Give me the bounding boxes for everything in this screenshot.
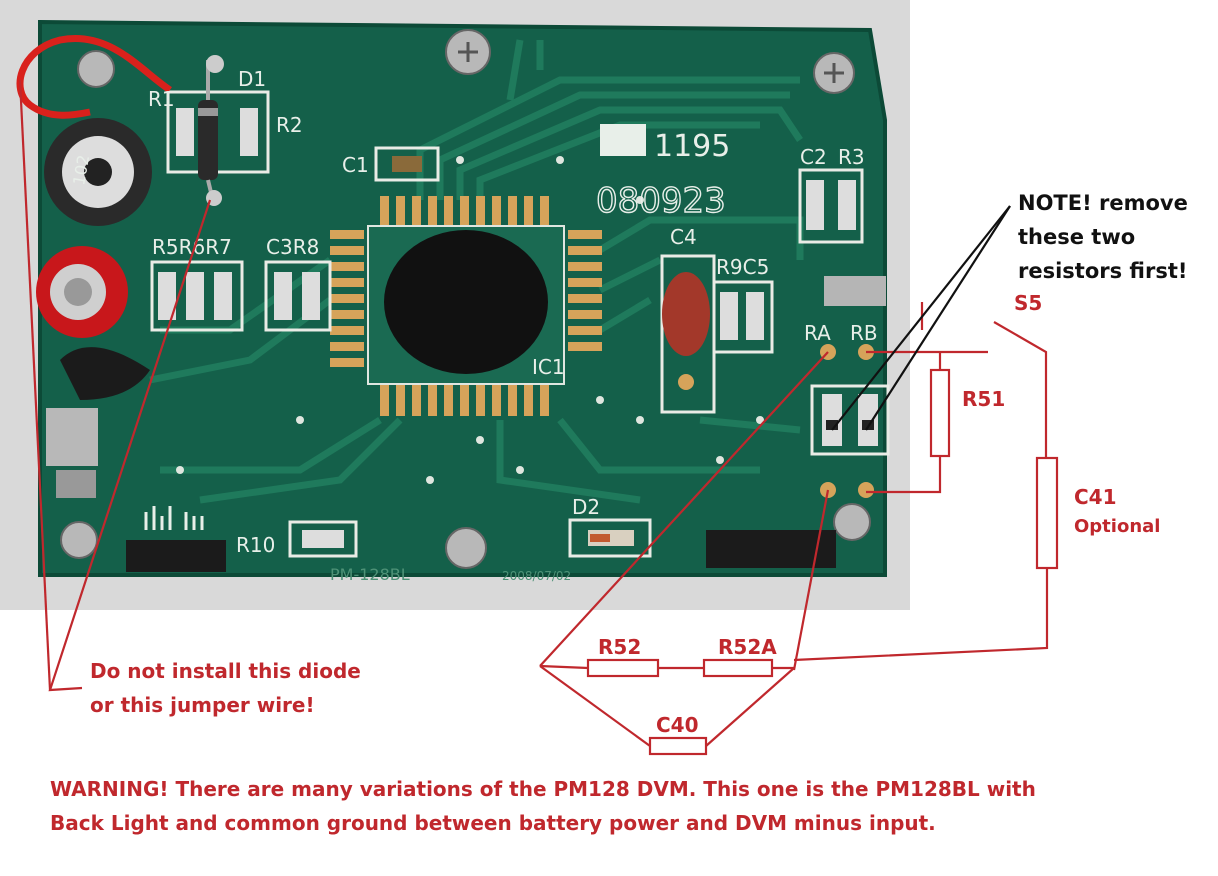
label-r52a: R52A — [718, 635, 777, 659]
c4-capacitor — [662, 272, 710, 390]
label-r52: R52 — [598, 635, 641, 659]
pcb-vias — [176, 156, 764, 484]
warning-line2: Back Light and common ground between bat… — [50, 811, 936, 835]
label-optional: Optional — [1074, 516, 1160, 537]
board-date-stamp: 2008/07/02 — [502, 569, 571, 583]
label-c41: C41 — [1074, 485, 1117, 509]
warning-line1: WARNING! There are many variations of th… — [50, 777, 1036, 801]
manufacturer-logo — [600, 124, 646, 156]
smd-components — [150, 90, 890, 558]
note-line2: these two — [1018, 225, 1135, 249]
note-line1: NOTE! remove — [1018, 191, 1188, 215]
annotation-text: NOTE! remove these two resistors first! … — [50, 191, 1188, 835]
annotation-wiring — [18, 79, 1059, 756]
potentiometer — [44, 118, 152, 226]
screw-heads — [60, 29, 871, 569]
label-r51: R51 — [962, 387, 1005, 411]
diode-warning-line2: or this jumper wire! — [90, 693, 315, 717]
label-r9c5: R9C5 — [716, 255, 769, 279]
silkscreen-labels: D1 R1 R2 C1 C2 R3 C4 R9C5 R5R6R7 C3R8 RA… — [69, 67, 877, 584]
input-terminals — [36, 246, 886, 498]
label-c3r8: C3R8 — [266, 235, 319, 259]
note-arrows — [831, 205, 1011, 431]
logo-number: 1195 — [654, 129, 730, 164]
label-d1: D1 — [238, 67, 266, 91]
label-c40: C40 — [656, 713, 699, 737]
date-code: 080923 — [596, 181, 726, 221]
label-ra: RA — [804, 321, 831, 345]
label-s5: S5 — [1014, 291, 1042, 315]
label-ic1: IC1 — [532, 355, 565, 379]
diode-warning-line1: Do not install this diode — [90, 659, 361, 683]
label-c4: C4 — [670, 225, 697, 249]
label-r10: R10 — [236, 533, 275, 557]
board-model: PM-128BL — [330, 565, 410, 584]
red-jumper-wire — [16, 35, 172, 119]
label-r3: R3 — [838, 145, 865, 169]
label-d2: D2 — [572, 495, 600, 519]
diode-d1 — [198, 55, 224, 206]
label-rb: RB — [850, 321, 878, 345]
label-r1: R1 — [148, 87, 175, 111]
ic1-chip — [330, 196, 602, 416]
label-c2: C2 — [800, 145, 827, 169]
note-line3: resistors first! — [1018, 259, 1187, 283]
label-c1: C1 — [342, 153, 369, 177]
label-r2: R2 — [276, 113, 303, 137]
